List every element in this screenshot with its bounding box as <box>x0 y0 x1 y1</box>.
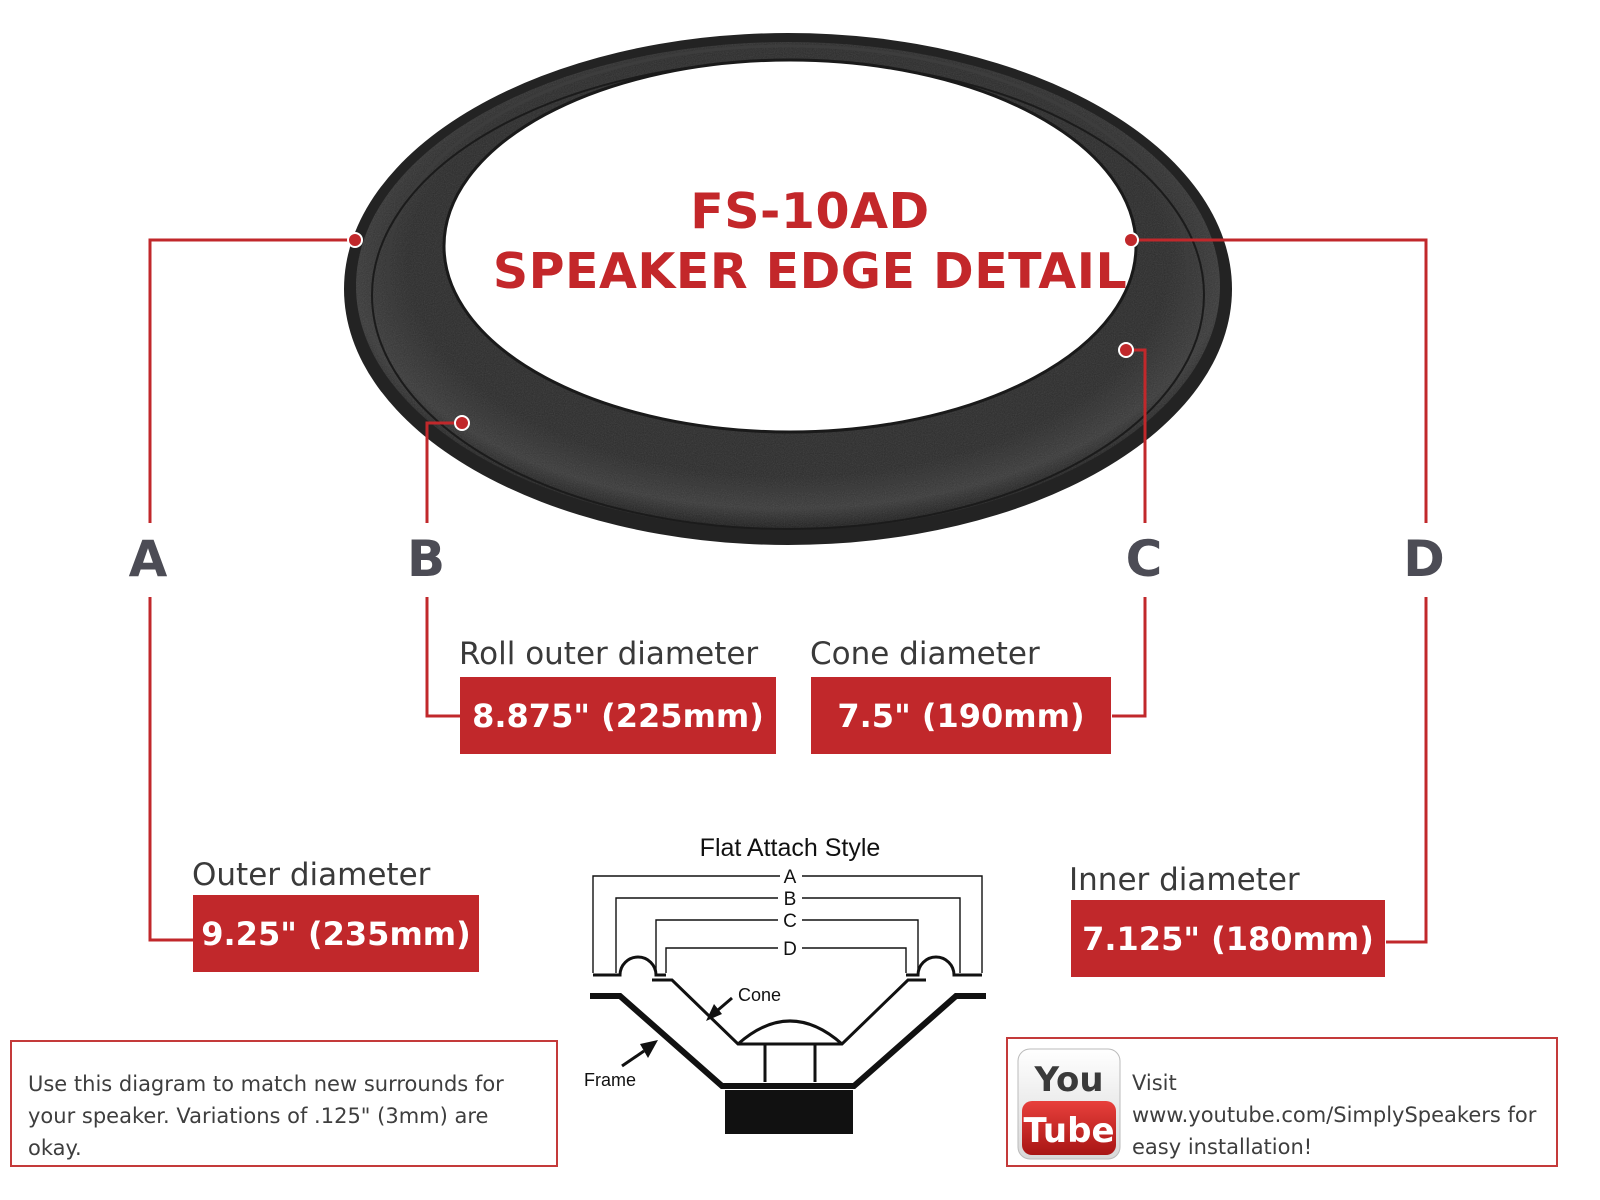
usage-note-box: Use this diagram to match new surrounds … <box>10 1040 558 1167</box>
outer-diameter-value: 9.25" (235mm) <box>193 895 479 972</box>
youtube-logo-icon[interactable]: You Tube <box>1016 1047 1122 1161</box>
cross-section-title: Flat Attach Style <box>700 834 881 862</box>
leader-c-bottom <box>1112 597 1147 718</box>
leader-b-bottom <box>425 597 462 718</box>
usage-note-text: Use this diagram to match new surrounds … <box>28 1072 504 1160</box>
speaker-cone <box>652 978 926 1082</box>
youtube-logo-tube: Tube <box>1023 1111 1114 1151</box>
cone-arrow <box>706 996 733 1021</box>
leader-a-bottom <box>148 597 196 942</box>
cone-diameter-label: Cone diameter <box>810 636 1040 672</box>
inner-diameter-label: Inner diameter <box>1069 862 1300 898</box>
dot-c <box>1118 342 1134 358</box>
dimension-brackets <box>592 875 983 973</box>
speaker-frame <box>590 993 986 1089</box>
youtube-note-box: You Tube Visit www.youtube.com/SimplySpe… <box>1006 1037 1558 1167</box>
frame-label: Frame <box>584 1070 636 1090</box>
dot-a <box>347 232 363 248</box>
leader-a-top <box>148 238 355 523</box>
roll-outer-diameter-label: Roll outer diameter <box>459 636 759 672</box>
title-line-2: SPEAKER EDGE DETAIL <box>492 243 1128 300</box>
bracket-letter-b: B <box>784 889 797 910</box>
inner-diameter-value: 7.125" (180mm) <box>1071 900 1385 977</box>
flat-attach-cross-section: Flat Attach Style A B C D Cone Frame <box>584 834 986 1134</box>
letter-c: C <box>1125 530 1163 588</box>
dot-d <box>1123 232 1139 248</box>
letter-b: B <box>406 530 446 588</box>
leader-b-top <box>425 421 462 523</box>
cone-label: Cone <box>738 985 781 1005</box>
roll-outer-diameter-value: 8.875" (225mm) <box>460 677 776 754</box>
cone-diameter-value: 7.5" (190mm) <box>811 677 1111 754</box>
bracket-letter-a: A <box>784 867 797 888</box>
frame-arrow <box>621 1040 658 1068</box>
youtube-note-text: Visit www.youtube.com/SimplySpeakers for… <box>1132 1071 1537 1159</box>
surround-profile <box>593 955 982 977</box>
leader-d-top <box>1131 238 1428 523</box>
title-line-1: FS-10AD <box>690 183 930 240</box>
outer-diameter-label: Outer diameter <box>192 857 431 893</box>
surround-ring <box>344 33 1232 545</box>
letter-d: D <box>1403 530 1445 588</box>
bracket-letter-d: D <box>783 939 797 960</box>
speaker-magnet <box>725 1090 853 1134</box>
leader-lines <box>148 238 1428 944</box>
leader-dots <box>347 232 1139 431</box>
letter-a: A <box>128 530 168 588</box>
bracket-letter-c: C <box>783 911 797 932</box>
leader-d-bottom <box>1386 597 1428 944</box>
youtube-logo-you: You <box>1033 1060 1103 1100</box>
dot-b <box>454 415 470 431</box>
